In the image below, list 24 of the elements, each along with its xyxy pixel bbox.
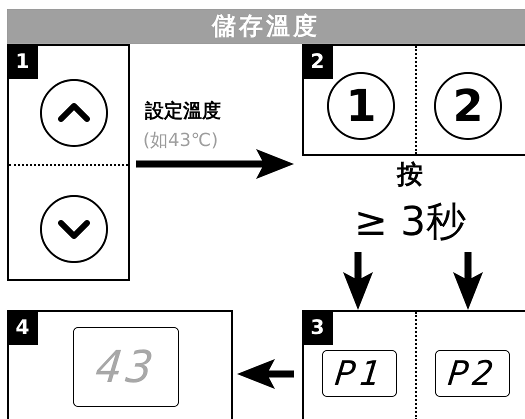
- display-readout: P1: [332, 354, 386, 394]
- display-readout: 43: [92, 342, 160, 392]
- arrow: [343, 252, 373, 310]
- instruction-text: ≥ 3秒: [353, 198, 467, 246]
- step-number: 2: [302, 44, 333, 79]
- arrow: [237, 359, 294, 389]
- step-number: 4: [7, 310, 38, 345]
- lcd-display: [73, 327, 179, 407]
- display-readout: P2: [446, 354, 500, 394]
- arrow: [453, 252, 483, 310]
- title-bar: 儲存溫度: [7, 9, 525, 44]
- step-number: 1: [7, 44, 38, 79]
- step-number: 3: [302, 310, 333, 345]
- instruction-text: 按: [396, 159, 424, 192]
- step-panel: [7, 44, 130, 281]
- numbered-circle: 1: [327, 72, 395, 140]
- arrow: [136, 149, 294, 179]
- lcd-display: [435, 350, 510, 397]
- step-panel: [302, 310, 525, 419]
- example-note: (如43℃): [143, 129, 218, 152]
- step-panel: [302, 44, 525, 156]
- lcd-display: [322, 350, 397, 397]
- step-panel: [7, 310, 233, 419]
- numbered-circle: 2: [434, 72, 502, 140]
